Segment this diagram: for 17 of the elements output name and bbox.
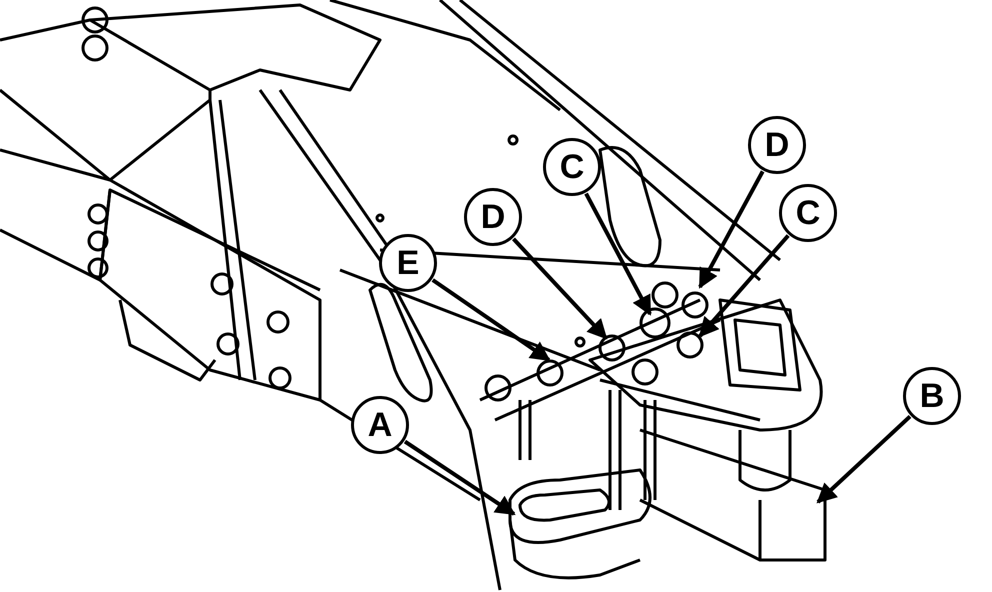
callout-letter: B bbox=[920, 379, 944, 413]
callout-letter: D bbox=[764, 128, 790, 162]
callout-circle bbox=[379, 234, 437, 292]
callout-letter: E bbox=[396, 246, 420, 280]
callout-letter: A bbox=[368, 408, 392, 442]
callout-letter: C bbox=[560, 150, 584, 184]
leader-line bbox=[698, 170, 764, 289]
leader-line bbox=[404, 440, 516, 516]
leader-line bbox=[698, 234, 790, 338]
callout-letter: C bbox=[796, 196, 820, 230]
leader-line bbox=[584, 192, 652, 316]
leader-line bbox=[512, 238, 608, 340]
leader-line bbox=[816, 414, 912, 504]
callout-circle bbox=[543, 138, 601, 196]
callout-circle bbox=[351, 396, 409, 454]
callout-letter: D bbox=[480, 200, 506, 234]
leader-line bbox=[432, 278, 551, 362]
